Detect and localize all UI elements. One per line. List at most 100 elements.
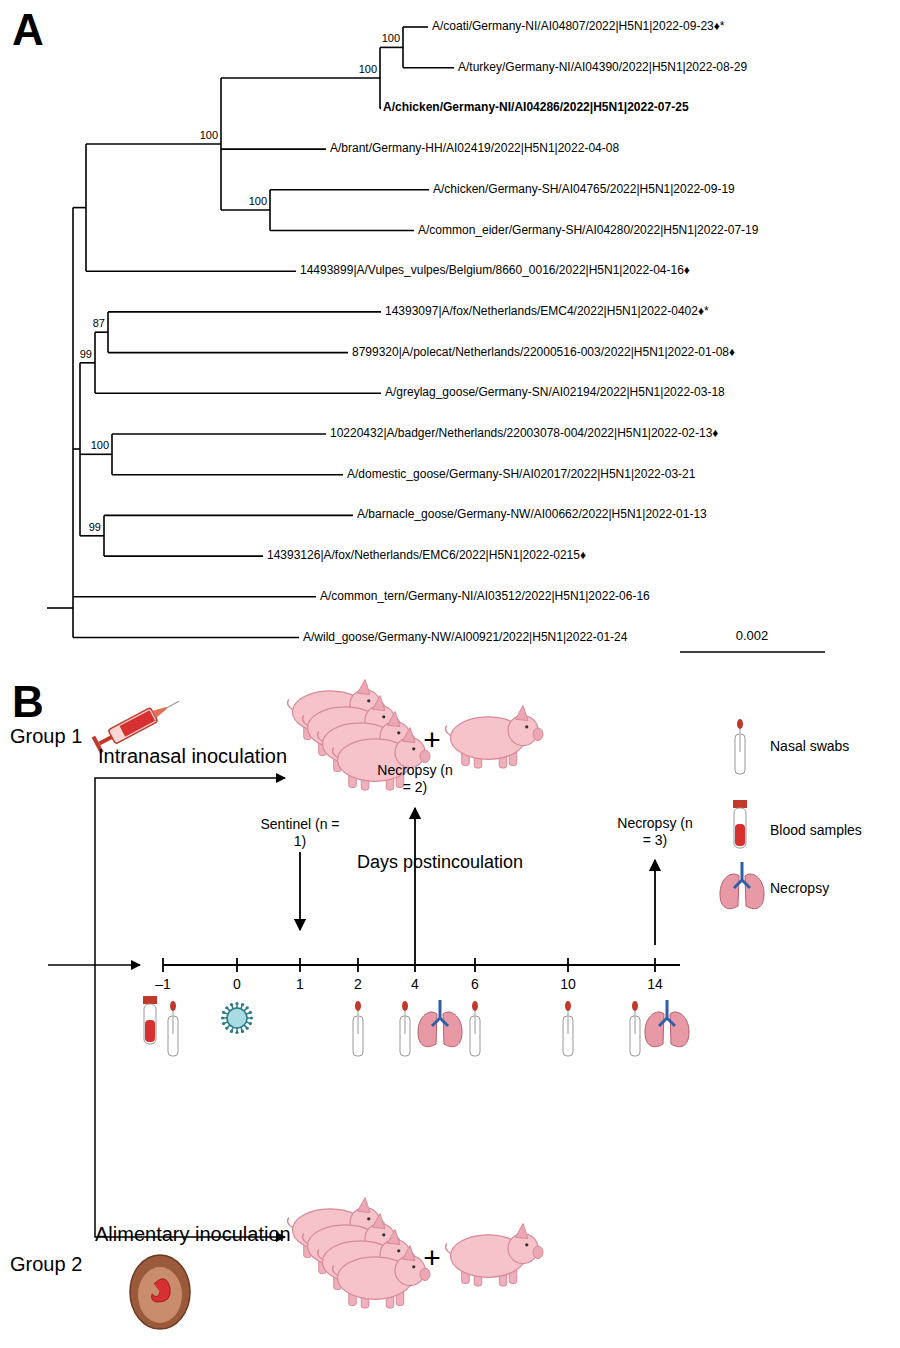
- tree-branch: [86, 143, 221, 145]
- tree-branch: [221, 77, 380, 79]
- tip-label: A/common_eider/Germany-SH/AI04280/2022|H…: [418, 223, 758, 237]
- tree-branch: [80, 453, 112, 455]
- swab-icon: [470, 1001, 480, 1056]
- virus-icon: [221, 1002, 253, 1034]
- lungs-icon: [720, 862, 764, 909]
- tree-branch: [86, 270, 296, 272]
- tree-branch: [270, 189, 429, 191]
- tree-branch: [403, 67, 454, 69]
- pig-icon: [333, 1246, 431, 1309]
- tick-label: 10: [560, 976, 576, 993]
- annotation-text: Sentinel (n = 1): [260, 816, 340, 850]
- bootstrap-value: 99: [80, 348, 92, 361]
- tip-label: A/chicken/Germany-NI/AI04286/2022|H5N1|2…: [383, 100, 689, 114]
- annotation-text: Necropsy (n = 2): [375, 762, 455, 796]
- tree-branch: [221, 148, 326, 150]
- necropsy-arrow: [414, 808, 416, 958]
- tip-label: 8799320|A/polecat/Netherlands/22000516-0…: [352, 345, 735, 359]
- egg-icon: [130, 1255, 190, 1329]
- swab-icon: [630, 1001, 640, 1056]
- tree-branch: [72, 208, 74, 638]
- tree-branch: [95, 331, 108, 333]
- blood-tube-icon: [733, 800, 747, 848]
- scale-label: 0.002: [736, 628, 769, 644]
- panel-letter: B: [12, 676, 44, 729]
- timeline-tick: [414, 958, 416, 972]
- tree-branch: [680, 651, 825, 653]
- tree-branch: [73, 207, 86, 209]
- timeline-tick: [474, 958, 476, 972]
- pig-icon: [446, 1224, 544, 1287]
- annotation-text: Alimentary inoculation: [95, 1222, 291, 1246]
- timeline-tick: [654, 958, 656, 972]
- tree-branch: [270, 230, 414, 232]
- annotation-text: Intranasal inoculation: [98, 744, 287, 768]
- annotation-text: +: [423, 1240, 441, 1276]
- flow-arrow: [48, 964, 140, 966]
- tree-branch: [80, 362, 95, 364]
- tree-branch: [73, 448, 80, 450]
- tip-label: A/domestic_goose/Germany-SH/AI02017/2022…: [347, 467, 695, 481]
- sentinel-arrow: [299, 852, 301, 930]
- bootstrap-value: 100: [249, 195, 267, 208]
- tick-label: 2: [354, 976, 362, 993]
- swab-icon: [168, 1001, 178, 1056]
- tick-label: 1: [296, 976, 304, 993]
- tip-label: 14393126|A/fox/Netherlands/EMC6/2022|H5N…: [267, 548, 586, 562]
- legend-text: Nasal swabs: [770, 738, 849, 755]
- timeline-tick: [357, 958, 359, 972]
- legend-text: Necropsy: [770, 880, 829, 897]
- lungs-icon: [645, 1000, 689, 1047]
- tree-branch: [380, 108, 381, 110]
- tick-label: 14: [647, 976, 663, 993]
- timeline-tick: [567, 958, 569, 972]
- tip-label: 10220432|A/badger/Netherlands/22003078-0…: [330, 426, 718, 440]
- tree-branch: [104, 515, 353, 517]
- timeline-axis: [163, 964, 680, 966]
- tick-label: 0: [233, 976, 241, 993]
- tree-branch: [380, 47, 403, 49]
- bootstrap-value: 100: [359, 63, 377, 76]
- tree-branch: [112, 474, 343, 476]
- tree-branch: [104, 555, 263, 557]
- blood-tube-icon: [143, 996, 157, 1044]
- flow-arrow: [95, 778, 285, 965]
- tip-label: A/turkey/Germany-NI/AI04390/2022|H5N1|20…: [458, 60, 747, 74]
- tip-label: A/chicken/Germany-SH/AI04765/2022|H5N1|2…: [433, 182, 735, 196]
- tip-label: 14393097|A/fox/Netherlands/EMC4/2022|H5N…: [385, 304, 709, 318]
- timeline-tick: [162, 958, 164, 972]
- legend-text: Blood samples: [770, 822, 862, 839]
- tick-label: 6: [471, 976, 479, 993]
- annotation-text: +: [423, 722, 441, 758]
- panel-letter: A: [12, 4, 44, 57]
- bootstrap-value: 100: [382, 32, 400, 45]
- lungs-icon: [418, 1000, 462, 1047]
- swab-icon: [735, 719, 745, 774]
- tree-branch: [112, 433, 326, 435]
- flow-arrow: [95, 965, 285, 1237]
- pig-icon: [446, 706, 544, 769]
- swab-icon: [353, 1001, 363, 1056]
- tip-label: A/common_tern/Germany-NI/AI03512/2022|H5…: [320, 589, 650, 603]
- tree-branch: [403, 26, 428, 28]
- swab-icon: [563, 1001, 573, 1056]
- annotation-text: Group 1: [10, 724, 82, 748]
- bootstrap-value: 100: [200, 129, 218, 142]
- tree-branch: [221, 209, 270, 211]
- tip-label: A/barnacle_goose/Germany-NW/AI00662/2022…: [357, 507, 707, 521]
- tip-label: A/wild_goose/Germany-NW/AI00921/2022|H5N…: [303, 630, 627, 644]
- timeline-tick: [236, 958, 238, 972]
- tree-branch: [73, 596, 316, 598]
- tip-label: 14493899|A/Vulpes_vulpes/Belgium/8660_00…: [300, 263, 690, 277]
- tip-label: A/greylag_goose/Germany-SN/AI02194/2022|…: [385, 385, 725, 399]
- tree-branch: [108, 352, 348, 354]
- tip-label: A/brant/Germany-HH/AI02419/2022|H5N1|202…: [330, 141, 619, 155]
- tick-label: 4: [411, 976, 419, 993]
- annotation-text: Days postincoulation: [357, 852, 523, 874]
- swab-icon: [400, 1001, 410, 1056]
- annotation-text: Necropsy (n = 3): [615, 815, 695, 849]
- tree-branch: [95, 392, 381, 394]
- annotation-text: Group 2: [10, 1252, 82, 1276]
